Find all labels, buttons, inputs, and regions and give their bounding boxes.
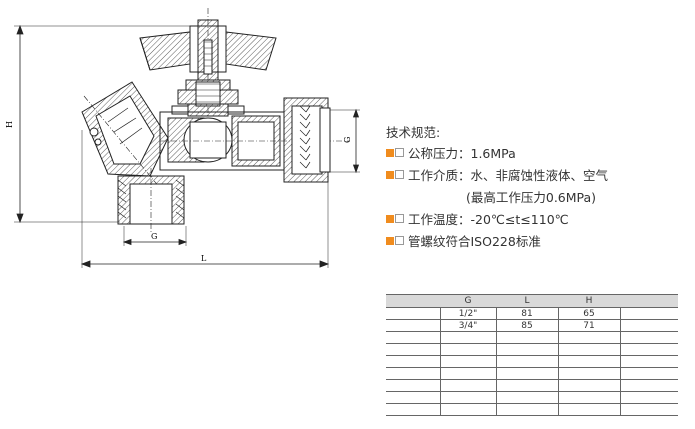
table-header-cell <box>620 294 678 308</box>
spec-temperature-text: 工作温度：-20℃≤t≤110℃ <box>408 212 569 227</box>
spec-nominal-pressure-text: 公称压力：1.6MPa <box>408 146 516 161</box>
dimension-label-g-right: G <box>343 137 352 143</box>
table-cell <box>557 367 620 380</box>
table-cell <box>557 403 620 416</box>
table-cell <box>386 331 440 344</box>
table-cell <box>439 367 496 380</box>
table-row <box>386 403 678 416</box>
table-cell <box>439 403 496 416</box>
table-cell <box>439 331 496 344</box>
table-cell <box>495 331 558 344</box>
orange-square-icon <box>386 237 394 245</box>
table-cell <box>557 343 620 356</box>
table-cell <box>386 367 440 380</box>
table-row <box>386 343 678 356</box>
table-cell <box>619 331 678 344</box>
table-cell <box>619 403 678 416</box>
dimension-label-g-bottom: G <box>151 232 157 241</box>
table-cell <box>557 391 620 404</box>
spec-thread: 管螺纹符合ISO228标准 <box>386 231 541 250</box>
table-header-cell: H <box>558 294 620 308</box>
table-header-cell: L <box>496 294 558 308</box>
spec-medium: 工作介质：水、非腐蚀性液体、空气 <box>386 165 608 184</box>
orange-square-icon <box>386 215 394 223</box>
outline-square-icon <box>395 236 404 245</box>
table-cell <box>386 403 440 416</box>
table-cell: 1/2" <box>439 307 496 320</box>
spec-thread-text: 管螺纹符合ISO228标准 <box>408 234 541 249</box>
table-header-cell <box>386 294 440 308</box>
outline-square-icon <box>395 148 404 157</box>
outline-square-icon <box>395 214 404 223</box>
table-cell <box>439 355 496 368</box>
table-cell <box>386 391 440 404</box>
table-cell <box>495 403 558 416</box>
table-cell: 3/4" <box>439 319 496 332</box>
table-header-row: G L H <box>386 294 678 308</box>
right-union-nut <box>283 97 331 183</box>
table-cell <box>619 307 678 320</box>
bottom-outlet <box>117 168 185 232</box>
table-cell <box>386 343 440 356</box>
table-cell <box>619 319 678 332</box>
table-row <box>386 367 678 380</box>
table-cell <box>386 379 440 392</box>
spec-temperature: 工作温度：-20℃≤t≤110℃ <box>386 209 569 228</box>
table-cell: 81 <box>495 307 558 320</box>
angled-check-section <box>81 81 169 189</box>
table-cell <box>557 331 620 344</box>
table-cell <box>619 367 678 380</box>
table-row <box>386 379 678 392</box>
spec-nominal-pressure: 公称压力：1.6MPa <box>386 143 516 162</box>
spec-title: 技术规范: <box>386 125 441 140</box>
dimension-label-h: H <box>5 121 14 128</box>
table-cell <box>386 355 440 368</box>
valve-technical-drawing: H L G G <box>5 8 360 268</box>
table-cell <box>619 343 678 356</box>
table-cell <box>439 379 496 392</box>
table-cell <box>495 367 558 380</box>
table-cell <box>439 343 496 356</box>
bonnet-section <box>171 79 245 117</box>
table-cell: 65 <box>557 307 620 320</box>
table-cell <box>386 307 440 320</box>
dimension-label-l: L <box>201 254 207 263</box>
table-cell <box>557 355 620 368</box>
table-cell <box>439 391 496 404</box>
orange-square-icon <box>386 149 394 157</box>
table-cell <box>495 355 558 368</box>
table-row <box>386 355 678 368</box>
table-cell: 85 <box>495 319 558 332</box>
spec-medium-note: (最高工作压力0.6MPa) <box>466 190 597 205</box>
table-cell <box>495 379 558 392</box>
table-row <box>386 391 678 404</box>
table-cell <box>619 391 678 404</box>
table-cell <box>557 379 620 392</box>
table-cell <box>619 355 678 368</box>
table-cell <box>495 343 558 356</box>
outline-square-icon <box>395 170 404 179</box>
orange-square-icon <box>386 171 394 179</box>
dimension-lines <box>14 24 360 268</box>
table-row <box>386 331 678 344</box>
table-cell <box>386 319 440 332</box>
table-header-cell: G <box>440 294 496 308</box>
table-cell: 71 <box>557 319 620 332</box>
spec-medium-text: 工作介质：水、非腐蚀性液体、空气 <box>408 168 609 183</box>
table-cell <box>495 391 558 404</box>
table-cell <box>619 379 678 392</box>
